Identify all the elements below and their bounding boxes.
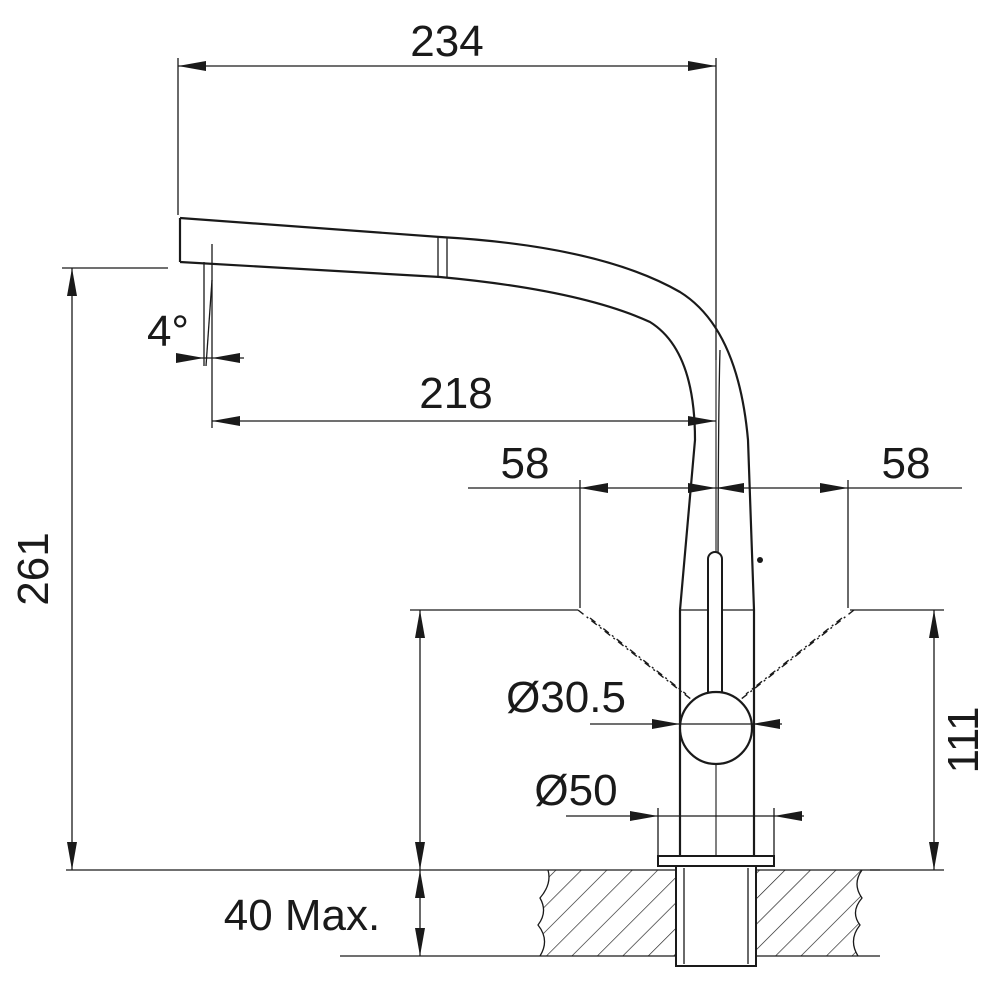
mounting-shank <box>675 865 757 967</box>
faucet-body <box>178 216 763 856</box>
dimension-lever-swing-right: 58 <box>716 439 962 608</box>
dimension-total-height: 261 <box>9 267 168 870</box>
label-lever-swing-left: 58 <box>501 439 550 488</box>
label-total-height: 261 <box>9 532 58 605</box>
lever-swing-positions <box>577 609 855 701</box>
lever-upright <box>707 551 723 703</box>
label-base-diameter: Ø50 <box>534 766 617 815</box>
label-handle-height: 111 <box>939 707 988 774</box>
base-flange <box>657 855 775 867</box>
worktop-section <box>66 855 880 967</box>
worktop-left-break-edge <box>537 869 550 957</box>
spout-outer-curve <box>179 216 756 611</box>
dimension-spout-angle: 4° <box>147 262 244 367</box>
lever-hub <box>678 690 754 766</box>
label-spout-angle: 4° <box>147 307 189 356</box>
dimension-lever-swing-left: 58 <box>468 439 716 608</box>
label-worktop-thickness: 40 Max. <box>224 891 381 940</box>
dimension-spout-reach: 218 <box>211 244 716 428</box>
dimension-worktop-thickness: 40 Max. <box>224 870 425 956</box>
dimension-overall-reach: 234 <box>177 17 717 360</box>
worktop-left-hatch <box>538 870 676 956</box>
label-lever-swing-right: 58 <box>882 439 931 488</box>
dimension-base-diameter: Ø50 <box>534 766 804 856</box>
label-overall-reach: 234 <box>410 17 483 66</box>
label-handle-diameter: Ø30.5 <box>506 673 626 722</box>
dimension-handle-height: 111 <box>850 609 988 871</box>
label-spout-reach: 218 <box>419 369 492 418</box>
worktop-right-hatch <box>756 870 862 956</box>
spout-inner-curve <box>179 260 697 611</box>
dimension-handle-height-left <box>410 609 578 870</box>
dimension-handle-diameter: Ø30.5 <box>506 673 782 729</box>
worktop-right-break-edge <box>852 869 863 957</box>
